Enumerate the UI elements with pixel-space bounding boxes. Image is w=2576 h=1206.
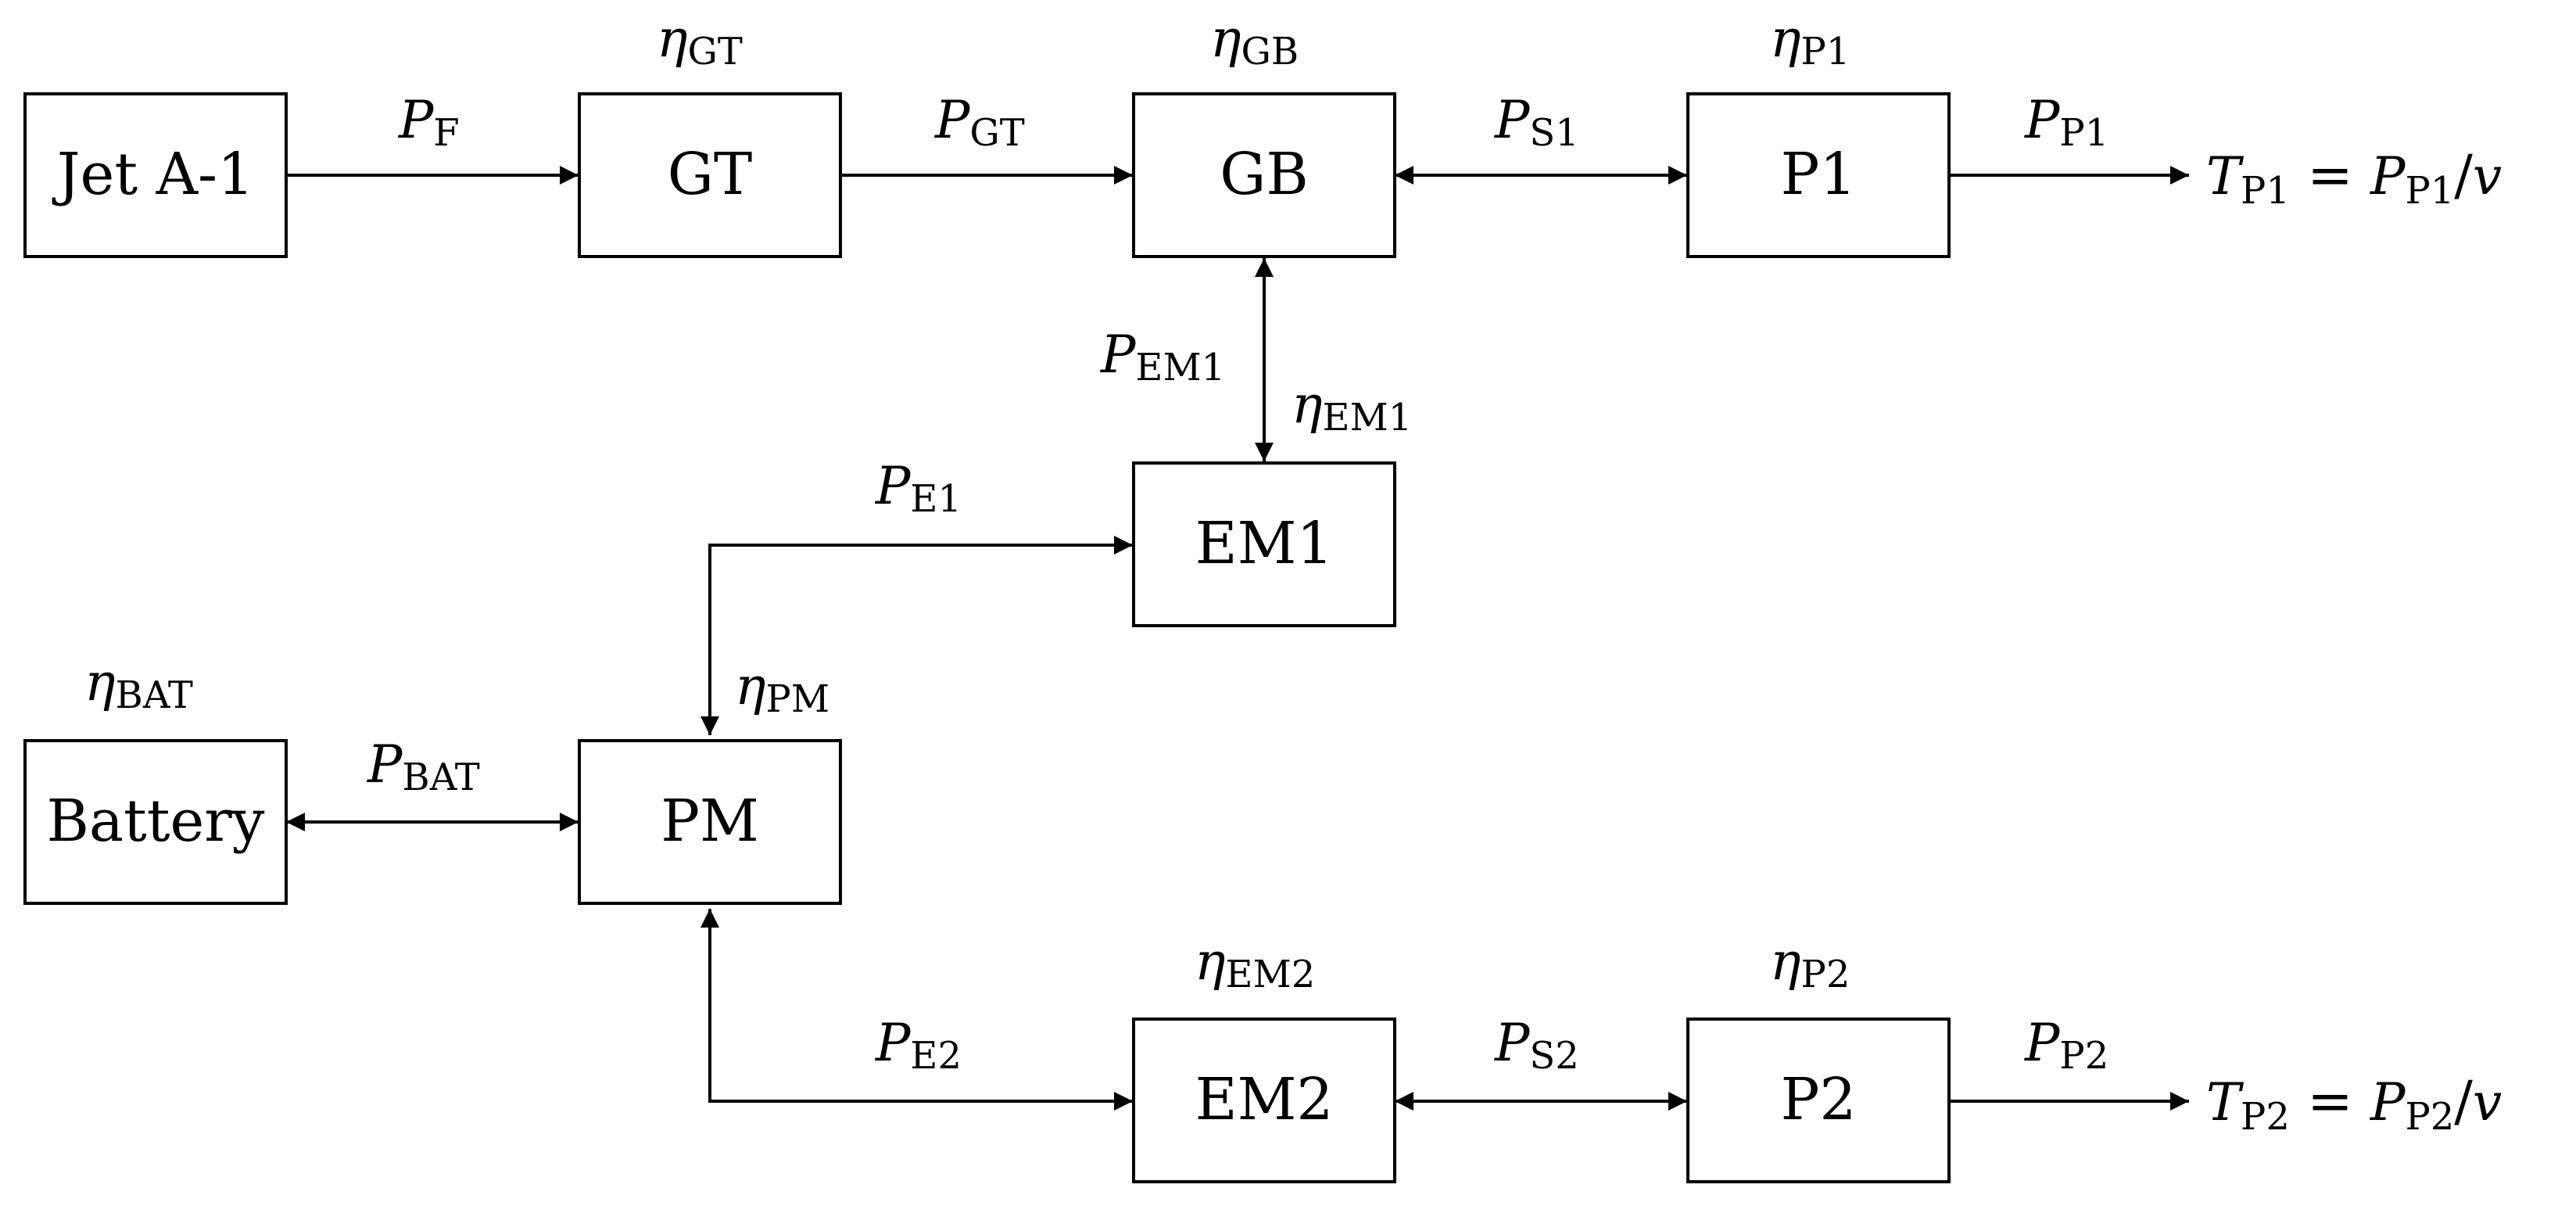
label-eta-p2: ηP2	[1770, 931, 1850, 996]
block-gt: GT	[578, 92, 842, 258]
label-power-bat: PBAT	[367, 734, 480, 799]
equation-thrust-p1: TP1 = PP1/v	[2206, 143, 2502, 213]
block-pm-label: PM	[661, 788, 759, 855]
label-eta-bat: ηBAT	[84, 652, 193, 717]
label-eta-p1: ηP1	[1770, 9, 1850, 74]
label-power-p2: PP2	[2024, 1013, 2108, 1078]
arrow-pm-em1-bidirectional	[700, 536, 1133, 735]
block-gt-label: GT	[668, 141, 752, 208]
arrow-pm-em2-bidirectional	[700, 909, 1133, 1111]
block-p1-label: P1	[1781, 141, 1857, 208]
equation-thrust-p2: TP2 = PP2/v	[2206, 1069, 2502, 1139]
label-power-p1: PP1	[2024, 90, 2108, 155]
block-pm: PM	[578, 739, 842, 905]
label-power-e1: PE1	[875, 456, 962, 521]
block-em1-label: EM1	[1195, 510, 1334, 577]
block-gb: GB	[1132, 92, 1396, 258]
block-p2: P2	[1686, 1018, 1951, 1183]
label-power-e2: PE2	[875, 1013, 962, 1078]
label-eta-gt: ηGT	[657, 9, 743, 74]
block-jet-fuel-label: Jet A-1	[52, 141, 254, 208]
block-em2-label: EM2	[1195, 1066, 1334, 1133]
block-em2: EM2	[1132, 1018, 1396, 1183]
block-gb-label: GB	[1220, 141, 1309, 208]
label-eta-em1: ηEM1	[1292, 375, 1412, 440]
block-p1: P1	[1686, 92, 1951, 258]
label-power-gt: PGT	[934, 90, 1025, 155]
label-power-s1: PS1	[1494, 90, 1579, 155]
label-power-em1: PEM1	[1100, 325, 1225, 389]
block-battery: Battery	[23, 739, 288, 905]
block-battery-label: Battery	[47, 788, 265, 855]
label-power-s2: PS2	[1494, 1013, 1579, 1078]
block-p2-label: P2	[1781, 1066, 1857, 1133]
block-jet-fuel: Jet A-1	[23, 92, 288, 258]
block-em1: EM1	[1132, 461, 1396, 627]
label-power-f: PF	[398, 90, 460, 155]
label-eta-em2: ηEM2	[1195, 931, 1315, 996]
label-eta-gb: ηGB	[1210, 9, 1299, 74]
label-eta-pm: ηPM	[735, 656, 829, 721]
